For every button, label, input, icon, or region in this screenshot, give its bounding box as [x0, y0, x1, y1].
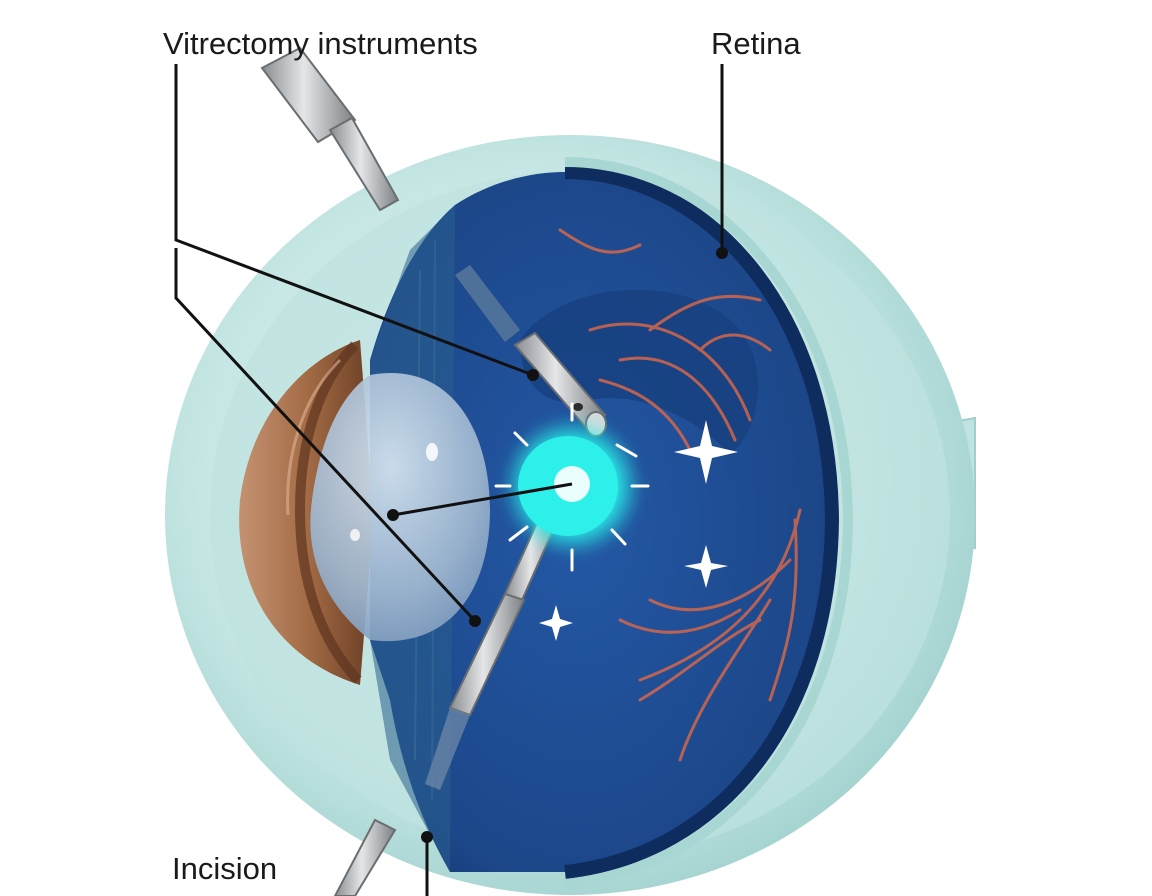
leader-line-light [392, 482, 573, 517]
external-instrument-top [260, 46, 400, 212]
leader-line-vitrectomy-upper [174, 64, 534, 377]
pupil-highlight [426, 443, 438, 461]
retinal-fold [520, 289, 759, 455]
leader-line-vitrectomy-lower [174, 248, 477, 623]
vitrectomy-instrument-lower [425, 503, 564, 790]
label-vitrectomy-instruments: Vitrectomy instruments [163, 26, 478, 61]
sparkle-icon [674, 420, 738, 484]
endoilluminator-light [494, 402, 650, 572]
leader-lines [174, 64, 724, 896]
label-incision: Incision [172, 851, 278, 886]
retina-layer [564, 165, 840, 879]
retinal-blood-vessels [558, 228, 802, 762]
lens [310, 372, 490, 642]
sparkle-icon [684, 545, 728, 588]
leader-dots [387, 247, 728, 843]
external-instrument-bottom [333, 818, 397, 896]
sparkle-icon [539, 605, 573, 641]
label-retina: Retina [711, 26, 801, 61]
